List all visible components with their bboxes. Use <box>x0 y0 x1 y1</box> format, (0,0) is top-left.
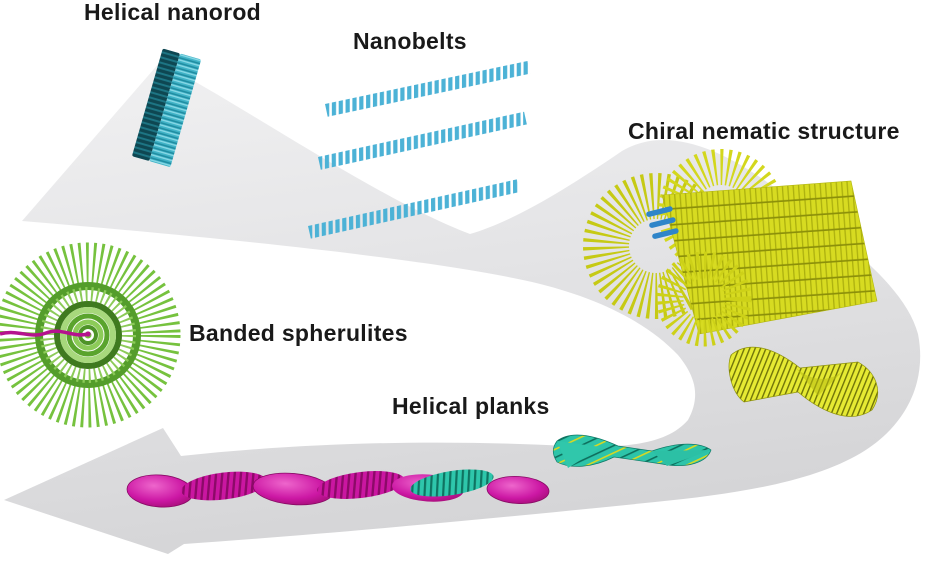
nanobelt <box>308 179 520 239</box>
rope-twist-teal <box>410 469 494 497</box>
chiral-blue-rod <box>649 217 676 228</box>
teal-plank-left-end <box>557 441 601 468</box>
process-flow-arrow <box>4 62 921 554</box>
chiral-fan-bottom <box>656 251 752 347</box>
teal-twisted-plank <box>552 434 712 468</box>
helical-nanorod <box>132 48 201 167</box>
nanorod-light-side <box>149 53 201 167</box>
spherulite-ring <box>60 307 116 363</box>
spherulite-center-dot <box>85 331 91 337</box>
label-chiral-nematic: Chiral nematic structure <box>628 118 900 144</box>
nanobelt <box>325 60 531 117</box>
label-nanobelts: Nanobelts <box>353 28 467 54</box>
helical-plank-rope <box>126 469 550 508</box>
nanobelts <box>308 60 531 239</box>
banded-spherulite <box>0 242 181 428</box>
rope-twist-ridged <box>181 471 267 501</box>
teal-plank-right-end <box>652 450 711 466</box>
chiral-blue-rod <box>646 206 673 217</box>
chiral-blue-rod <box>652 228 679 239</box>
spherulite-nucleation-line <box>0 329 89 337</box>
spherulite-mid-spokes <box>40 287 136 383</box>
yellow-plank-twist-fold <box>796 368 846 396</box>
nanorod-dark-side <box>132 48 180 161</box>
rope-twist-ridged <box>317 471 405 499</box>
chiral-nematic-structure <box>583 149 878 347</box>
nanobelt <box>318 111 527 170</box>
label-banded-spherulites: Banded spherulites <box>189 320 408 346</box>
yellow-plank-body <box>728 346 878 417</box>
label-helical-nanorod: Helical nanorod <box>84 0 262 25</box>
spherulite-outer-spokes <box>0 242 181 428</box>
chiral-layered-slab <box>661 180 878 335</box>
rope-lobe-magenta <box>486 476 550 504</box>
yellow-twisted-plank <box>728 346 878 417</box>
label-helical-planks: Helical planks <box>392 393 550 419</box>
spherulite-ring <box>54 301 122 369</box>
